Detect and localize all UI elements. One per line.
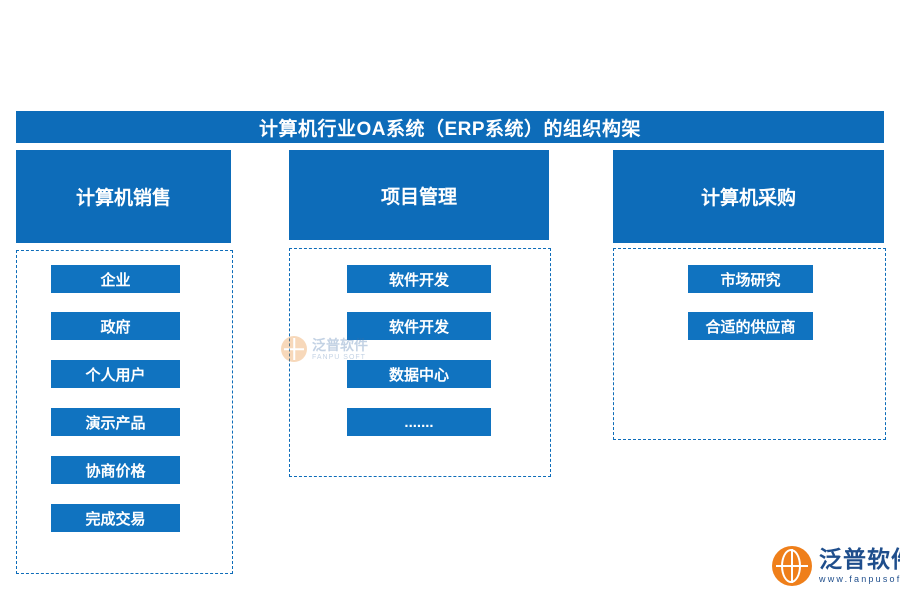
brand-url: www.fanpusoft.com: [819, 574, 900, 584]
diagram-title: 计算机行业OA系统（ERP系统）的组织构架: [16, 111, 884, 143]
node-purchasing-1: 市场研究: [688, 265, 813, 293]
node-project-3: 数据中心: [347, 360, 491, 388]
node-sales-1: 企业: [51, 265, 180, 293]
column-header-purchasing: 计算机采购: [613, 150, 884, 243]
brand-logo: 泛普软件 www.fanpusoft.com: [772, 546, 900, 586]
brand-name-cn: 泛普软件: [819, 546, 900, 572]
node-sales-3: 个人用户: [51, 360, 180, 388]
node-sales-5: 协商价格: [51, 456, 180, 484]
node-sales-4: 演示产品: [51, 408, 180, 436]
node-sales-6: 完成交易: [51, 504, 180, 532]
column-group-sales: [16, 250, 233, 574]
node-project-4: .......: [347, 408, 491, 436]
column-group-purchasing: [613, 248, 886, 440]
column-header-sales: 计算机销售: [16, 150, 231, 243]
node-project-1: 软件开发: [347, 265, 491, 293]
globe-ring: [781, 549, 801, 583]
brand-logo-text: 泛普软件 www.fanpusoft.com: [819, 548, 900, 584]
node-purchasing-2: 合适的供应商: [688, 312, 813, 340]
node-project-2: 软件开发: [347, 312, 491, 340]
column-group-project-management: [289, 248, 551, 477]
node-sales-2: 政府: [51, 312, 180, 340]
globe-logo-icon: [772, 546, 812, 586]
column-header-project-management: 项目管理: [289, 150, 549, 240]
